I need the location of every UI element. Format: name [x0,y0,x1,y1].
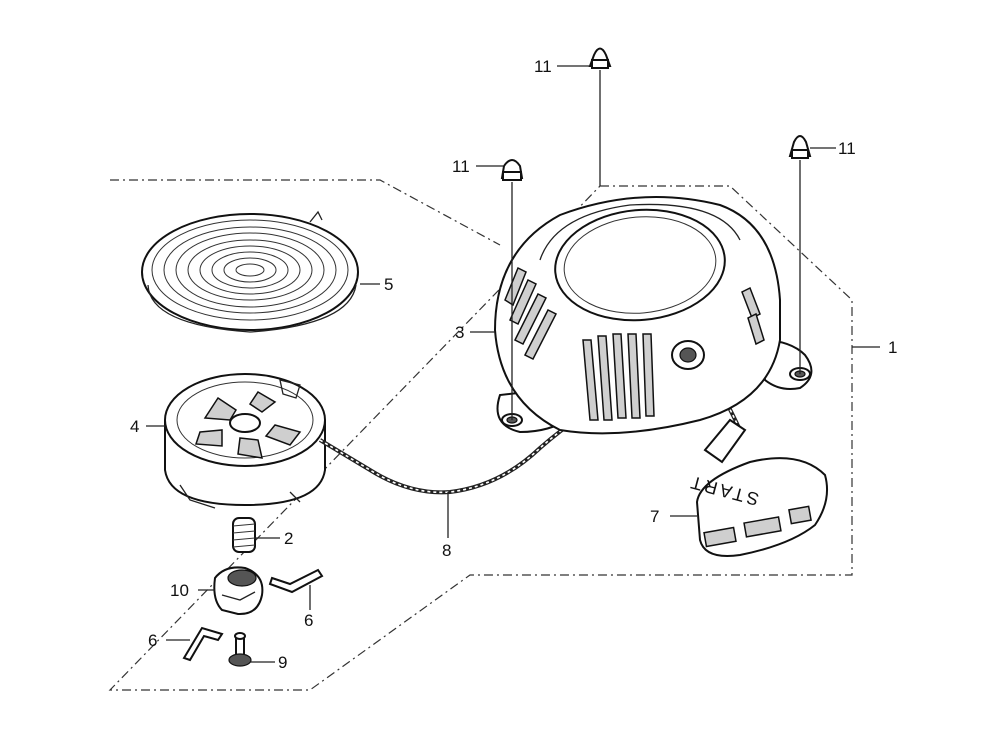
starter-case [493,196,813,435]
case-vent-slots [504,266,765,421]
label-part-7: 7 [650,507,659,526]
starter-handle: START [686,418,828,557]
label-part-11-left: 11 [452,157,470,176]
pawl-spring-upper [268,568,324,594]
ratchet [213,566,264,616]
recoil-spring [141,210,359,333]
label-part-9: 9 [278,653,287,672]
flange-nut-top [588,47,612,69]
label-part-3: 3 [455,323,464,342]
flange-nut-right [788,135,812,159]
label-part-4: 4 [130,417,139,436]
label-part-10: 10 [170,581,189,600]
flange-nut-left [500,159,524,181]
label-part-6-left: 6 [148,631,157,650]
reel-pulley [164,373,326,509]
leader-lines [146,65,880,663]
label-part-6-right: 6 [304,611,313,630]
label-part-8: 8 [442,541,451,560]
label-part-1: 1 [888,338,897,357]
label-part-11-right: 11 [838,139,856,158]
label-part-11-top: 11 [534,57,552,76]
small-spring [232,517,256,553]
label-part-2: 2 [284,529,293,548]
assembly-boundary [108,179,853,691]
label-part-5: 5 [384,275,393,294]
screw [228,632,252,667]
pawl-spring-lower [182,626,224,662]
